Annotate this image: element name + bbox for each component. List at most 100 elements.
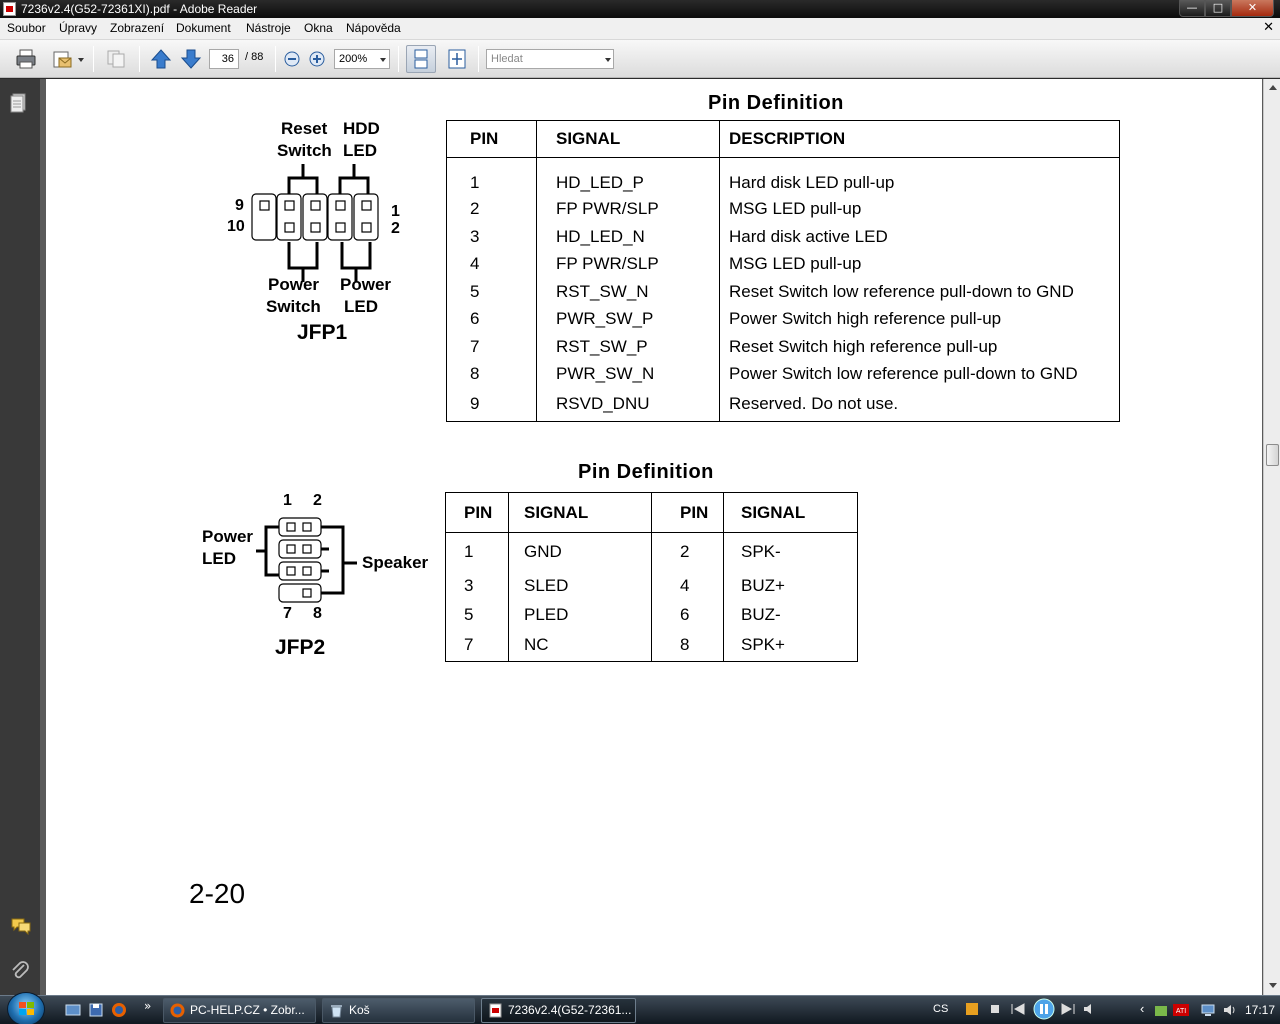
media-player-icon[interactable] [965, 1002, 979, 1016]
jfp1-description-cell: Reset Switch high reference pull-up [729, 336, 998, 356]
page-number-input[interactable]: 36 [209, 49, 239, 69]
jfp2-pin-cell: 8 [651, 629, 724, 661]
pages-icon[interactable] [10, 93, 28, 113]
jfp1-name: JFP1 [297, 321, 348, 344]
close-button[interactable]: ✕ [1231, 0, 1274, 17]
jfp2-pin-cell: 4 [651, 570, 724, 602]
menu-napoveda[interactable]: Nápověda [346, 21, 401, 35]
jfp1-description-cell: MSG LED pull-up [729, 199, 862, 219]
jfp1-pin10-label: 10 [227, 218, 245, 235]
quicklaunch-more-icon[interactable]: » [144, 999, 152, 1013]
jfp2-header-signal-1: SIGNAL [508, 492, 652, 533]
document-viewer: Reset Switch HDD LED 9 10 1 2 Power Swit… [40, 79, 1263, 995]
jfp1-description-cell: Hard disk active LED [729, 226, 888, 246]
show-desktop-icon[interactable] [65, 1002, 81, 1018]
menu-nastroje[interactable]: Nástroje [246, 21, 291, 35]
jfp2-pin-cell: 6 [651, 601, 724, 629]
comments-icon[interactable] [10, 917, 32, 935]
scroll-up-icon[interactable] [1269, 85, 1277, 90]
jfp2-header-signal-2: SIGNAL [741, 502, 806, 522]
email-dropdown-icon[interactable] [78, 58, 84, 62]
jfp2-pin-cell: 3 [445, 570, 509, 602]
task-firefox[interactable]: PC-HELP.CZ • Zobr... [163, 998, 316, 1023]
clock[interactable]: 17:17 [1245, 1003, 1276, 1017]
volume-icon[interactable] [1222, 1002, 1238, 1018]
network-activity-icon[interactable] [1153, 1002, 1169, 1018]
maximize-button[interactable]: □ [1205, 0, 1231, 17]
jfp2-speaker-label: Speaker [362, 553, 429, 572]
jfp1-pin2-label: 2 [391, 220, 400, 237]
fit-page-icon[interactable] [446, 48, 468, 70]
print-icon[interactable] [15, 48, 37, 70]
save-quicklaunch-icon[interactable] [88, 1002, 104, 1018]
ati-icon[interactable]: ATI [1172, 1002, 1190, 1018]
media-volume-icon[interactable] [1082, 1002, 1098, 1016]
menu-dokument[interactable]: Dokument [176, 21, 231, 35]
next-track-icon[interactable] [1060, 1002, 1076, 1016]
attachments-icon[interactable] [10, 959, 30, 981]
firefox-quicklaunch-icon[interactable] [111, 1002, 127, 1018]
menu-okna[interactable]: Okna [304, 21, 333, 35]
close-document-icon[interactable]: ✕ [1263, 20, 1274, 35]
menu-soubor[interactable]: Soubor [7, 21, 46, 35]
search-input[interactable]: Hledat [486, 49, 614, 69]
previous-page-icon[interactable] [150, 48, 172, 70]
jfp2-pin-cell: 7 [445, 629, 509, 661]
stop-icon[interactable] [990, 1004, 1000, 1014]
pause-icon[interactable] [1033, 998, 1055, 1020]
search-dropdown-icon[interactable] [605, 58, 611, 62]
jfp1-connector-diagram [251, 164, 379, 282]
jfp1-pin-cell: 8 [446, 360, 537, 388]
jfp1-signal-cell: HD_LED_P [536, 157, 720, 196]
hdd-led-label-2: LED [343, 141, 377, 160]
vertical-scrollbar[interactable] [1263, 79, 1280, 995]
jfp1-pin-cell: 4 [446, 250, 537, 278]
jfp2-connector-diagram [256, 517, 357, 603]
email-icon[interactable] [51, 48, 73, 70]
pdf-icon [489, 1003, 502, 1018]
minimize-button[interactable]: — [1179, 0, 1205, 17]
power-switch-label-1: Power [268, 275, 320, 294]
language-indicator[interactable]: CS [933, 1003, 949, 1015]
start-button[interactable] [7, 992, 45, 1024]
hdd-led-label-1: HDD [343, 119, 380, 138]
tray-expand-icon[interactable]: ‹ [1140, 1001, 1145, 1016]
menu-upravy[interactable]: Úpravy [59, 21, 98, 35]
zoom-out-icon[interactable] [283, 50, 301, 68]
network-icon[interactable] [1200, 1002, 1216, 1018]
zoom-in-icon[interactable] [308, 50, 326, 68]
scroll-down-icon[interactable] [1269, 983, 1277, 988]
power-switch-label-2: Switch [266, 297, 321, 316]
collaborate-icon[interactable] [105, 48, 127, 70]
windows-logo-icon [19, 1002, 34, 1015]
jfp2-pin-cell: 1 [445, 532, 509, 571]
jfp1-header-description: DESCRIPTION [729, 129, 846, 148]
jfp2-signal-cell: GND [508, 532, 652, 571]
adobe-reader-icon [3, 2, 16, 16]
menu-zobrazeni[interactable]: Zobrazení [110, 21, 165, 35]
previous-track-icon[interactable] [1010, 1002, 1026, 1016]
next-page-icon[interactable] [180, 48, 202, 70]
title-bar: 7236v2.4(G52-72361XI).pdf - Adobe Reader… [0, 0, 1280, 18]
jfp2-header-pin-1: PIN [445, 492, 509, 533]
jfp2-table-title: Pin Definition [578, 461, 714, 483]
jfp2-header-pin-2: PIN [651, 492, 724, 533]
power-led-label-2: LED [344, 297, 378, 316]
zoom-dropdown-icon[interactable] [380, 58, 386, 62]
jfp2-signal-cell: SPK- [741, 541, 781, 561]
system-tray: CS ‹ ATI 17:17 [933, 996, 1280, 1024]
task-recycle-bin[interactable]: Koš [322, 998, 475, 1023]
zoom-level-select[interactable]: 200% [334, 49, 390, 69]
task-adobe-reader[interactable]: 7236v2.4(G52-72361... [481, 998, 636, 1023]
scrollbar-thumb[interactable] [1266, 444, 1279, 466]
jfp1-signal-cell: RST_SW_P [536, 333, 720, 361]
